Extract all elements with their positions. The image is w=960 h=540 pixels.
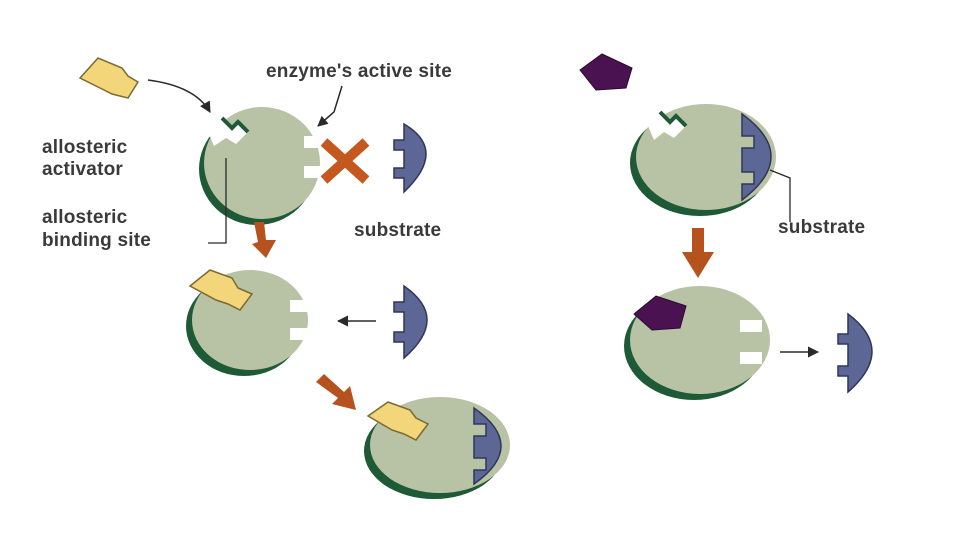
process-arrow-3 <box>682 228 714 278</box>
process-arrow-1 <box>252 222 276 258</box>
label-binding-line2: binding site <box>42 230 152 251</box>
free-allosteric-activator <box>78 57 140 99</box>
activator-approach-arrow <box>147 79 211 113</box>
label-activator-line2: activator <box>42 159 124 180</box>
enzyme-activator-bound <box>186 269 308 376</box>
substrate-right-pointer <box>769 169 791 222</box>
enzyme-substrate-bound <box>630 104 776 216</box>
label-activator-line1: allosteric <box>42 137 128 158</box>
enzyme-inactive <box>199 107 322 225</box>
blocked-mark-x <box>320 138 370 184</box>
active-site-pointer <box>317 85 343 127</box>
substrate-unbound-2 <box>393 284 428 360</box>
substrate-unbound-1 <box>393 122 427 194</box>
substrate-released <box>837 312 873 394</box>
label-active-site: enzyme's active site <box>266 61 452 82</box>
process-arrow-2 <box>316 374 356 410</box>
label-binding-line1: allosteric <box>42 207 128 228</box>
binding-site-pointer <box>208 158 227 244</box>
label-substrate-left: substrate <box>354 220 442 241</box>
enzyme-inhibitor-bound <box>624 286 770 400</box>
enzyme-activated-complex <box>364 397 510 499</box>
label-substrate-right: substrate <box>778 217 866 238</box>
free-allosteric-inhibitor <box>579 53 633 91</box>
